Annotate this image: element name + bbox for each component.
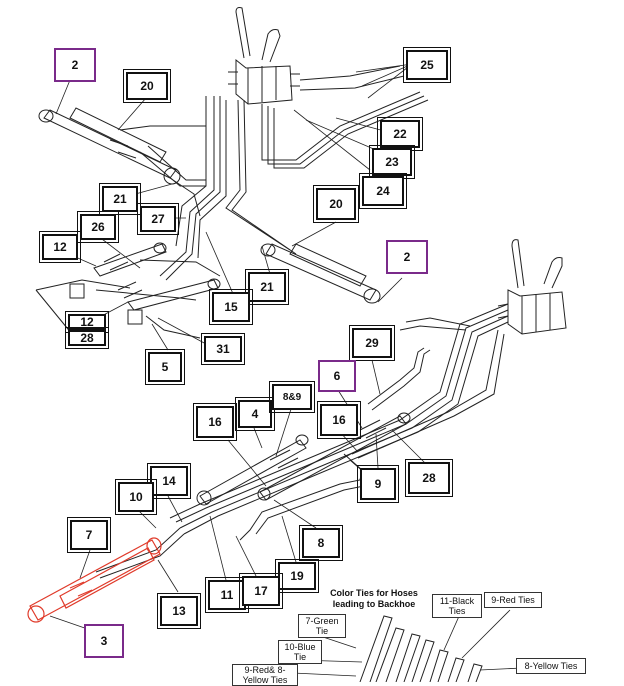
callout-28-a: 28: [65, 327, 109, 349]
callout-13: 13: [157, 593, 201, 629]
callout-5: 5: [145, 349, 185, 385]
loose-hose-29: [367, 347, 431, 411]
callout-11: 11: [205, 577, 249, 613]
callout-20-mid: 20: [313, 185, 359, 223]
legend-blue-tie: 10-Blue Tie: [278, 640, 322, 664]
legend-red-yellow-ties: 9-Red& 8-Yellow Ties: [232, 664, 298, 686]
callout-8: 8: [299, 525, 343, 561]
highlighted-cylinder: [27, 537, 162, 623]
callout-4: 4: [235, 397, 275, 431]
middle-right-cylinder: [260, 243, 381, 304]
lower-control-valve: [497, 239, 567, 335]
callout-6: 6: [318, 360, 356, 392]
legend-black-ties: 11-Black Ties: [432, 594, 482, 618]
legend-title-line1: Color Ties for Hoses: [330, 588, 418, 598]
callout-22: 22: [377, 117, 423, 151]
callout-14: 14: [147, 463, 191, 499]
callout-9: 9: [357, 465, 399, 503]
callout-26: 26: [77, 211, 119, 243]
callout-16-b: 16: [317, 401, 361, 439]
callout-3: 3: [84, 624, 124, 658]
lower-cylinders: [196, 412, 411, 506]
callout-20-top: 20: [123, 69, 171, 103]
callout-10: 10: [115, 479, 157, 515]
callout-21-b: 21: [245, 269, 289, 305]
leader-lines: [49, 63, 523, 677]
legend-yellow-ties: 8-Yellow Ties: [516, 658, 586, 674]
callout-31: 31: [201, 333, 245, 365]
callout-16-a: 16: [193, 403, 237, 441]
callout-28-b: 28: [405, 459, 453, 497]
callout-8-and-9: 8&9: [269, 381, 315, 413]
legend-green-tie: 7-Green Tie: [298, 614, 346, 638]
callout-7: 7: [67, 517, 111, 553]
legend-title-line2: leading to Backhoe: [332, 599, 416, 609]
legend-title: Color Ties for Hoses leading to Backhoe: [326, 588, 422, 610]
callout-15: 15: [209, 289, 253, 325]
left-mid-cylinders: [35, 242, 221, 339]
top-control-valve: [228, 7, 300, 105]
callout-17: 17: [239, 573, 283, 609]
legend-red-ties: 9-Red Ties: [484, 592, 542, 608]
callout-24: 24: [359, 173, 407, 209]
hose-fittings-legend: [359, 615, 483, 682]
top-hoses: [119, 65, 429, 281]
callout-27: 27: [137, 203, 179, 235]
top-left-cylinder: [38, 107, 181, 185]
callout-23: 23: [369, 145, 415, 179]
callout-2-mid: 2: [386, 240, 428, 274]
callout-12-a: 12: [39, 231, 81, 263]
callout-29: 29: [349, 325, 395, 361]
callout-12-b: 12: [65, 311, 109, 333]
callout-2-top: 2: [54, 48, 96, 82]
callout-21-a: 21: [99, 183, 141, 215]
callout-25: 25: [403, 47, 451, 83]
callout-19: 19: [275, 559, 319, 593]
